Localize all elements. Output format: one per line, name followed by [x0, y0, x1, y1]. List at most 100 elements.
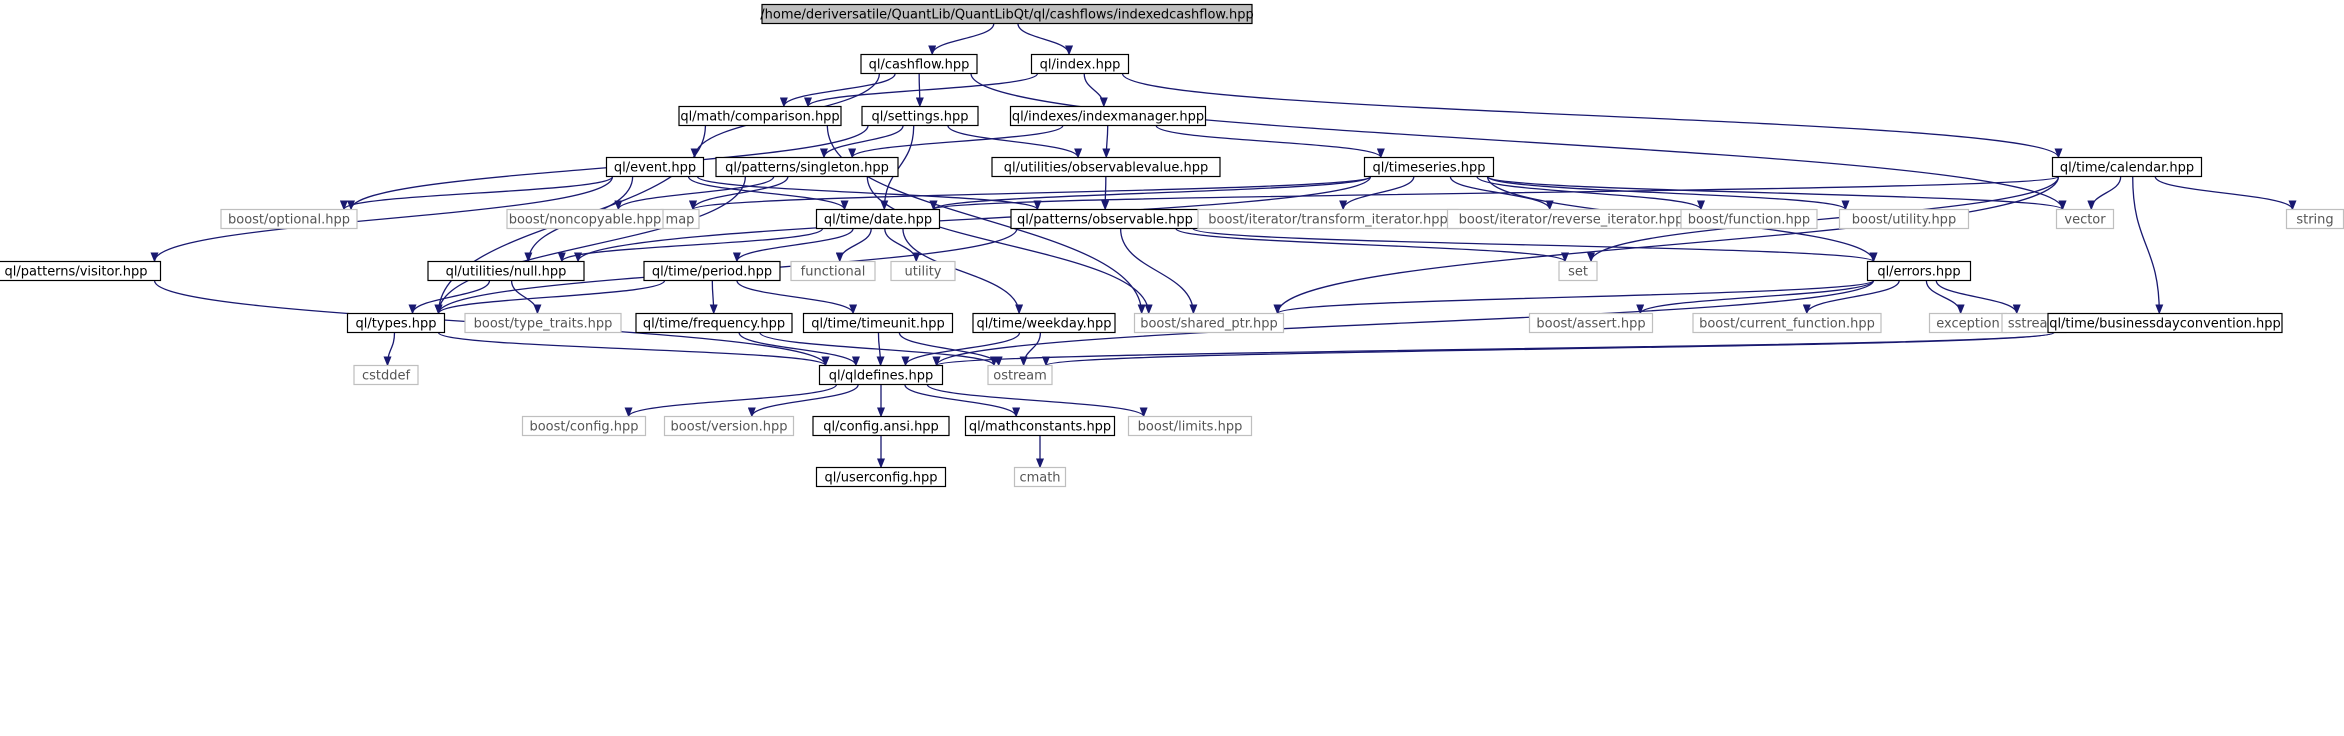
- node-settings[interactable]: ql/settings.hpp: [861, 105, 979, 127]
- edge-singleton-to-shared_ptr: [866, 176, 1153, 315]
- edge-qldefines-to-mathconstants: [904, 384, 1021, 418]
- node-box: [972, 312, 1116, 334]
- node-label: boost/current_function.hpp: [1699, 317, 1875, 332]
- edge-date-to-utility: [884, 228, 921, 263]
- edge-observable-to-shared_ptr: [1119, 228, 1198, 315]
- edge-path: [557, 227, 824, 263]
- edge-observablevalue-to-observable: [1101, 176, 1110, 211]
- edge-types-to-cstddef: [383, 332, 396, 367]
- node-bdc[interactable]: ql/time/businessdayconvention.hpp: [2047, 312, 2283, 334]
- edge-calendar-to-shared_ptr: [1273, 176, 2060, 315]
- edge-index-to-indexmanager: [1083, 73, 1108, 108]
- edge-qldefines-to-version: [747, 384, 859, 418]
- edge-timeunit-to-ostream: [898, 332, 1003, 367]
- node-type_traits: boost/type_traits.hpp: [464, 312, 622, 334]
- edge-path: [835, 228, 872, 263]
- node-box: [643, 260, 781, 282]
- node-label: boost/assert.hpp: [1536, 317, 1645, 332]
- node-timeunit[interactable]: ql/time/timeunit.hpp: [802, 312, 954, 334]
- node-box: [605, 156, 705, 178]
- edge-path: [732, 228, 854, 263]
- node-noncopyable: boost/noncopyable.hpp: [506, 208, 664, 230]
- node-singleton[interactable]: ql/patterns/singleton.hpp: [715, 156, 899, 178]
- edge-settings-to-singleton: [819, 125, 904, 159]
- edge-path: [1192, 227, 1878, 263]
- edge-path: [901, 332, 1021, 367]
- node-calendar[interactable]: ql/time/calendar.hpp: [2051, 156, 2203, 178]
- node-weekday[interactable]: ql/time/weekday.hpp: [972, 312, 1116, 334]
- node-version: boost/version.hpp: [663, 415, 795, 437]
- node-observablevalue[interactable]: ql/utilities/observablevalue.hpp: [991, 156, 1221, 178]
- edge-null-to-type_traits: [510, 280, 542, 315]
- edge-path: [902, 228, 1024, 315]
- node-ostream: ostream: [987, 364, 1053, 386]
- node-label: ql/time/calendar.hpp: [2060, 161, 2194, 176]
- node-box: [346, 312, 446, 334]
- node-configansi[interactable]: ql/config.ansi.hpp: [812, 415, 950, 437]
- node-label: /home/deriversatile/QuantLib/QuantLibQt/…: [760, 8, 1253, 23]
- node-index[interactable]: ql/index.hpp: [1030, 53, 1130, 75]
- node-label: ql/patterns/visitor.hpp: [5, 265, 148, 280]
- node-label: ql/mathconstants.hpp: [969, 420, 1111, 435]
- node-assert: boost/assert.hpp: [1528, 312, 1654, 334]
- node-indexmanager[interactable]: ql/indexes/indexmanager.hpp: [1009, 105, 1207, 127]
- edge-path: [709, 280, 718, 315]
- edge-settings-to-observablevalue: [947, 125, 1083, 159]
- node-box: [506, 208, 664, 230]
- edge-path: [1017, 23, 1074, 56]
- node-optional: boost/optional.hpp: [220, 208, 358, 230]
- node-label: boost/version.hpp: [671, 420, 788, 435]
- node-transform_iterator: boost/iterator/transform_iterator.hpp: [1197, 208, 1459, 230]
- node-null[interactable]: ql/utilities/null.hpp: [427, 260, 585, 282]
- edge-path: [929, 175, 1372, 211]
- edge-path: [408, 280, 491, 315]
- node-cstddef: cstddef: [353, 364, 419, 386]
- node-visitor[interactable]: ql/patterns/visitor.hpp: [0, 260, 162, 282]
- edge-calendar-to-string: [2154, 176, 2297, 211]
- edge-path: [1486, 175, 2067, 211]
- edge-path: [947, 125, 1083, 159]
- node-period[interactable]: ql/time/period.hpp: [643, 260, 781, 282]
- node-comparison[interactable]: ql/math/comparison.hpp: [678, 105, 842, 127]
- node-cashflow[interactable]: ql/cashflow.hpp: [860, 53, 978, 75]
- node-box: [790, 260, 876, 282]
- node-observable[interactable]: ql/patterns/observable.hpp: [1010, 208, 1200, 230]
- node-label: boost/shared_ptr.hpp: [1140, 317, 1278, 332]
- node-event[interactable]: ql/event.hpp: [605, 156, 705, 178]
- node-date[interactable]: ql/time/date.hpp: [815, 208, 941, 230]
- edge-path: [1101, 176, 1110, 211]
- edge-singleton-to-noncopyable: [614, 176, 775, 211]
- node-label: ql/time/weekday.hpp: [976, 317, 1111, 332]
- node-label: ql/utilities/observablevalue.hpp: [1004, 161, 1209, 176]
- node-errors[interactable]: ql/errors.hpp: [1866, 260, 1972, 282]
- node-label: boost/limits.hpp: [1138, 420, 1243, 435]
- edge-path: [804, 72, 1039, 108]
- node-types[interactable]: ql/types.hpp: [346, 312, 446, 334]
- node-userconfig[interactable]: ql/userconfig.hpp: [815, 466, 947, 488]
- edge-calendar-to-bdc: [2132, 176, 2164, 315]
- node-mathconstants[interactable]: ql/mathconstants.hpp: [964, 415, 1116, 437]
- edge-path: [876, 332, 885, 367]
- node-box: [2047, 312, 2283, 334]
- edge-errors-to-exception: [1925, 280, 1965, 315]
- edge-timeseries-to-vector: [1486, 175, 2067, 211]
- node-box: [861, 105, 979, 127]
- edge-path: [933, 331, 2055, 367]
- edge-path: [689, 175, 1372, 211]
- node-label: ql/time/date.hpp: [824, 213, 932, 228]
- node-qldefines[interactable]: ql/qldefines.hpp: [818, 364, 944, 386]
- node-label: cstddef: [362, 369, 411, 384]
- edge-path: [437, 331, 830, 367]
- node-label: cmath: [1019, 471, 1060, 486]
- node-frequency[interactable]: ql/time/frequency.hpp: [635, 312, 793, 334]
- edge-path: [970, 73, 2067, 211]
- edge-path: [1273, 279, 1875, 315]
- node-timeseries[interactable]: ql/timeseries.hpp: [1363, 156, 1495, 178]
- node-limits: boost/limits.hpp: [1127, 415, 1253, 437]
- node-root[interactable]: /home/deriversatile/QuantLib/QuantLibQt/…: [760, 3, 1254, 25]
- node-box: [220, 208, 358, 230]
- node-label: ql/timeseries.hpp: [1373, 161, 1486, 176]
- node-box: [464, 312, 622, 334]
- edge-event-to-optional: [340, 175, 614, 211]
